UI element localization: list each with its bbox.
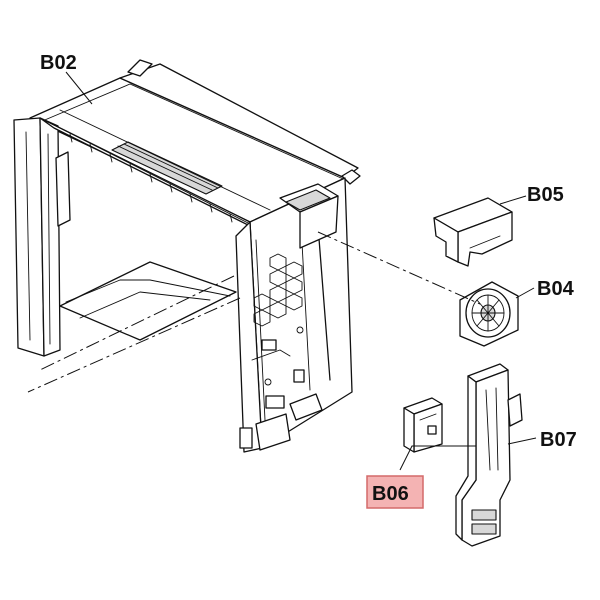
label-b02: B02: [40, 52, 77, 74]
frame-honeycomb: [253, 253, 303, 327]
frame-rib-ticks: [69, 133, 233, 223]
assembly-axis-lines: [27, 231, 481, 393]
label-b05: B05: [527, 184, 564, 206]
b06-highlight-box: [366, 475, 424, 509]
part-b07-duct: [455, 363, 523, 547]
part-b04-fan: [459, 281, 519, 347]
callout-leaders: [65, 71, 537, 471]
label-b06: B06: [372, 483, 409, 505]
part-b02-frame: [13, 59, 361, 453]
label-b07: B07: [540, 429, 577, 451]
part-b05-cover: [433, 197, 513, 267]
part-b06-module: [403, 397, 443, 453]
label-b04: B04: [537, 278, 575, 300]
